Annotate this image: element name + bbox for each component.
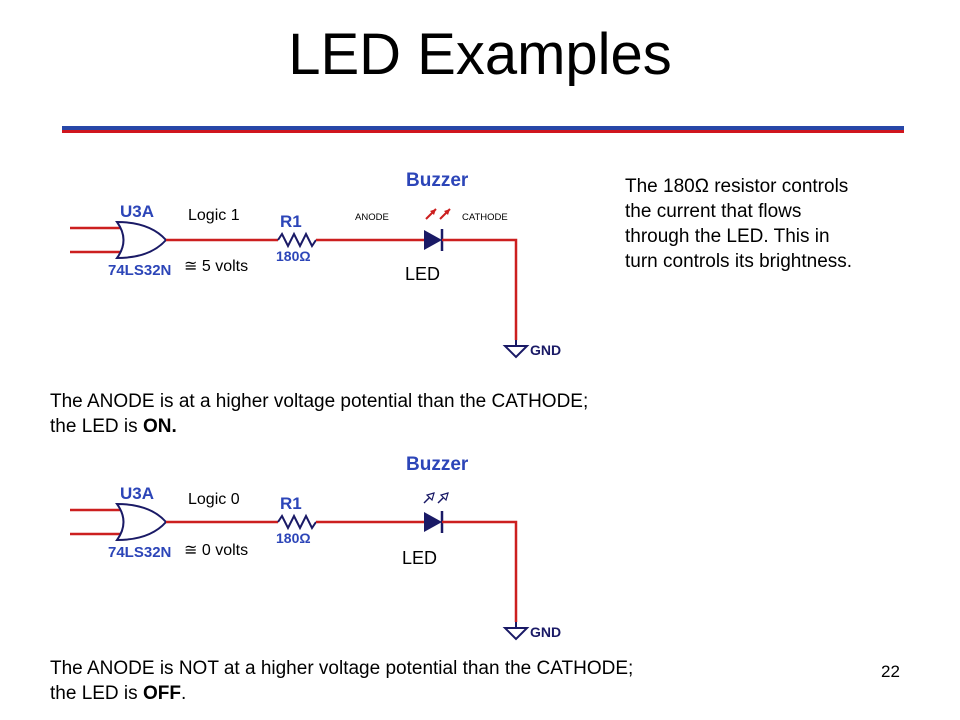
led-light-arrowhead — [439, 492, 449, 502]
logic-level-label: Logic 0 — [188, 491, 240, 508]
or-gate-symbol — [115, 502, 168, 542]
explanation-line-4: turn controls its brightness. — [625, 251, 853, 272]
resistor-symbol — [277, 513, 317, 531]
voltage-label: ≅ 0 volts — [184, 542, 248, 560]
voltage-value: 0 volts — [201, 542, 249, 559]
led-off-prefix: the LED is — [50, 683, 143, 704]
led-light-arrowhead — [444, 209, 450, 215]
resistor-name-label: R1 — [280, 494, 302, 513]
resistor-name-label: R1 — [280, 212, 302, 231]
led-on-line-2: the LED is ON. — [50, 414, 588, 439]
led-on-state: ON. — [142, 416, 177, 437]
gate-name-label: U3A — [120, 202, 155, 221]
led-label: LED — [402, 548, 438, 568]
explanation-line-1: The 180Ω resistor controls — [625, 176, 849, 197]
led-ground-wire — [442, 520, 518, 622]
buzzer-label: Buzzer — [406, 454, 469, 475]
title-rule-blue — [62, 126, 904, 130]
resistor-symbol — [277, 231, 317, 249]
led-off-statement: The ANODE is NOT at a higher voltage pot… — [50, 656, 633, 706]
explanation-line-2: the current that flows — [625, 201, 802, 222]
led-label: LED — [405, 264, 441, 284]
voltage-label: ≅ 5 volts — [184, 258, 248, 276]
approx-equal-symbol: ≅ — [184, 542, 198, 559]
led-diode-triangle — [424, 512, 442, 532]
title-rule-red — [62, 130, 904, 133]
anode-label: ANODE — [355, 212, 389, 223]
led-on-line-1: The ANODE is at a higher voltage potenti… — [50, 391, 589, 412]
logic-level-label: Logic 1 — [188, 207, 240, 224]
resistor-value-label: 180Ω — [276, 530, 311, 546]
ground-triangle — [502, 627, 530, 641]
led-diode-triangle — [424, 230, 442, 250]
ground-triangle — [502, 345, 530, 359]
slide-title: LED Examples — [288, 22, 672, 87]
cathode-label: CATHODE — [462, 212, 508, 223]
gnd-label: GND — [530, 624, 562, 640]
led-off-line-2: the LED is OFF. — [50, 681, 633, 706]
approx-equal-symbol: ≅ — [184, 258, 198, 275]
resistor-explanation: The 180Ω resistor controls the current t… — [625, 174, 852, 274]
led-off-state: OFF — [142, 683, 181, 704]
page-number: 22 — [881, 662, 900, 681]
led-light-arrowhead — [430, 209, 436, 215]
circuit-off — [70, 492, 530, 641]
led-on-prefix: the LED is — [50, 416, 143, 437]
led-ground-wire — [442, 238, 518, 340]
led-on-statement: The ANODE is at a higher voltage potenti… — [50, 389, 588, 439]
led-off-line-1: The ANODE is NOT at a higher voltage pot… — [50, 658, 634, 679]
voltage-value: 5 volts — [201, 258, 249, 275]
led-light-arrowhead — [425, 492, 435, 502]
circuit-on — [70, 208, 530, 359]
buzzer-label: Buzzer — [406, 170, 469, 191]
gate-part-label: 74LS32N — [108, 262, 172, 279]
gate-name-label: U3A — [120, 484, 155, 503]
gate-part-label: 74LS32N — [108, 544, 172, 561]
resistor-value-label: 180Ω — [276, 248, 311, 264]
gnd-label: GND — [530, 342, 562, 358]
led-off-suffix: . — [180, 683, 187, 704]
explanation-line-3: through the LED. This in — [625, 226, 830, 247]
or-gate-symbol — [115, 220, 168, 260]
